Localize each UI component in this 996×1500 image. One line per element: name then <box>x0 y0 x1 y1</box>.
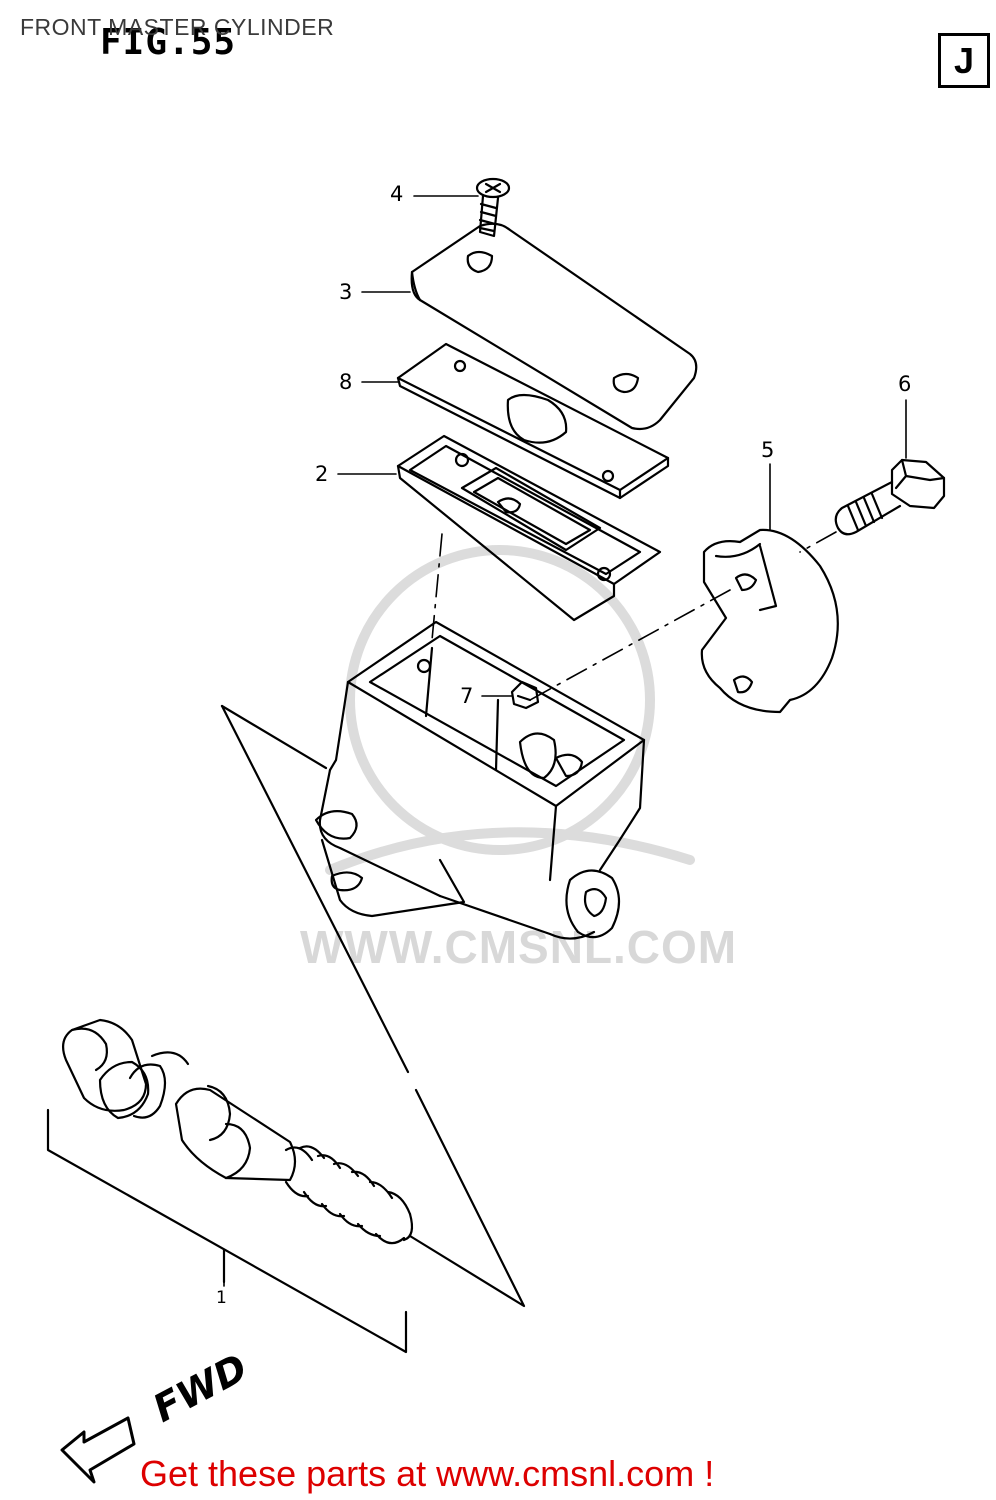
part-5-clamp <box>700 528 839 714</box>
callout-3: 3 <box>339 280 353 304</box>
figure-number: FIG.55 <box>100 22 237 63</box>
part-1-kit-bracket <box>46 1108 408 1354</box>
reference-triangle <box>220 704 526 1308</box>
callout-6: 6 <box>898 372 912 396</box>
callout-4: 4 <box>390 182 404 206</box>
footer-link[interactable]: Get these parts at www.cmsnl.com ! <box>140 1453 715 1494</box>
watermark-text: WWW.CMSNL.COM <box>300 921 738 973</box>
fwd-arrow <box>60 1416 136 1484</box>
diagram-title: FRONT MASTER CYLINDER <box>20 14 335 40</box>
part-3-reservoir-cap <box>410 222 698 431</box>
watermark-emblem <box>325 545 695 875</box>
part-2-diaphragm <box>396 393 662 622</box>
part-1-master-cylinder-body <box>314 620 646 940</box>
piston-assembly <box>61 1018 414 1245</box>
part-6-bolt <box>834 458 946 536</box>
callout-2: 2 <box>315 462 329 486</box>
assembly-centerlines <box>431 531 837 701</box>
callout-1: 1 <box>216 1288 227 1308</box>
section-badge: J <box>938 33 990 88</box>
callout-7: 7 <box>460 684 474 708</box>
part-7-fitting <box>510 680 540 710</box>
leader-lines <box>223 195 907 1287</box>
callout-5: 5 <box>761 438 775 462</box>
part-8-diaphragm-plate <box>396 342 670 500</box>
part-4-screw <box>475 177 511 238</box>
callout-8: 8 <box>339 370 353 394</box>
